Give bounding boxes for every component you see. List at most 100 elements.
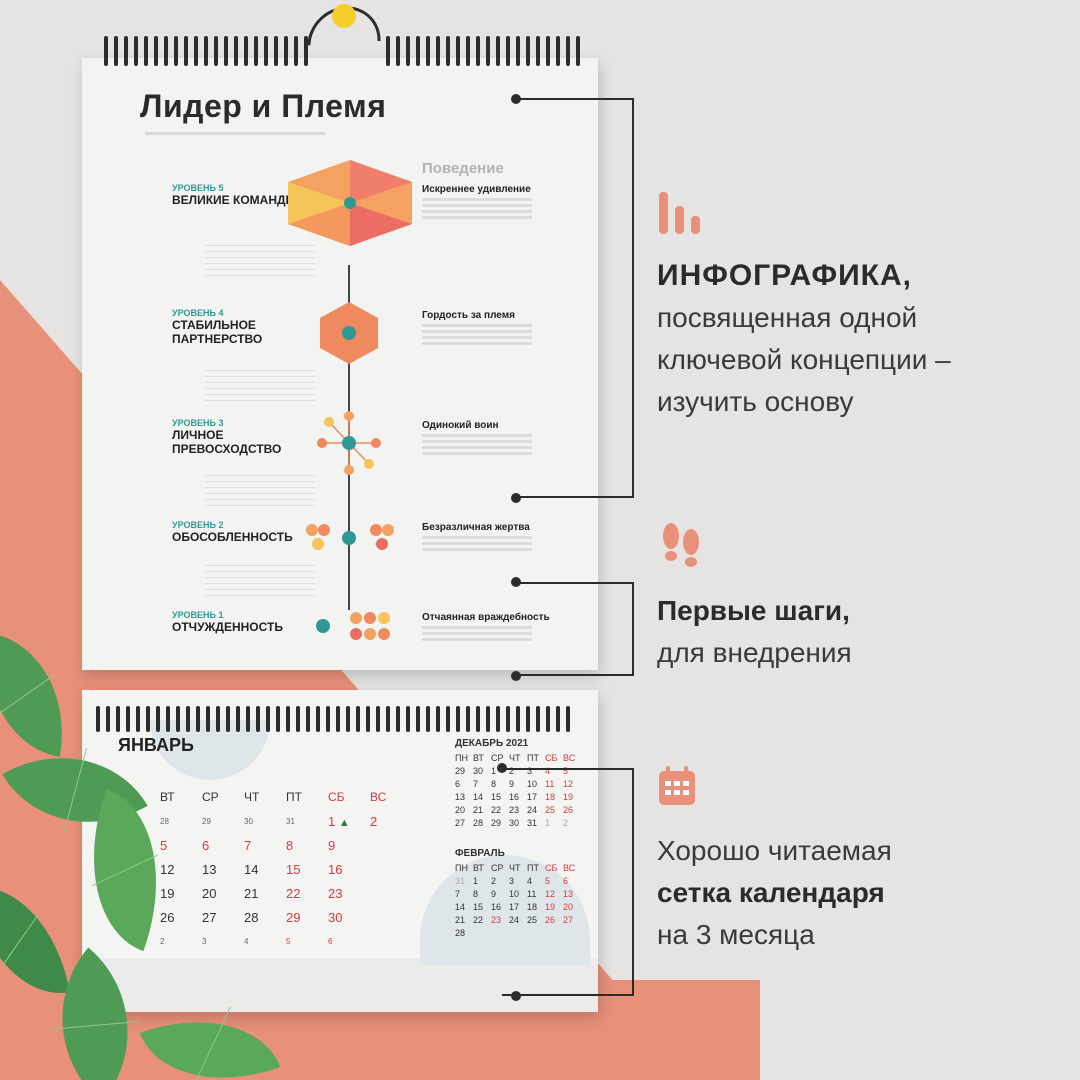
weekday: ВТ bbox=[473, 862, 484, 873]
day-cell: 26 bbox=[545, 914, 556, 925]
connector-calendar bbox=[502, 768, 634, 996]
day-cell: 8 bbox=[286, 837, 294, 853]
subtitle-placeholder bbox=[145, 132, 325, 135]
weekday: ВТ bbox=[473, 752, 484, 763]
level-number: УРОВЕНЬ 1 bbox=[172, 610, 224, 620]
day-cell: 24 bbox=[509, 914, 520, 925]
weekday: ЧТ bbox=[509, 862, 521, 873]
level-number: УРОВЕНЬ 3 bbox=[172, 418, 224, 428]
weekday: СР bbox=[491, 862, 504, 873]
connector-infographic bbox=[516, 98, 634, 498]
day-cell: 3 bbox=[509, 875, 515, 886]
day-cell: 5 bbox=[545, 875, 551, 886]
level-2: УРОВЕНЬ 2 ОБОСОБЛЕННОСТЬ bbox=[172, 520, 293, 544]
day-cell: 28 bbox=[244, 909, 259, 925]
day-cell: 9 bbox=[509, 778, 515, 789]
day-cell: 29 bbox=[455, 765, 466, 776]
day-cell: 25 bbox=[527, 914, 538, 925]
day-cell: 1 ▲ bbox=[328, 814, 370, 829]
level-5: УРОВЕНЬ 5 ВЕЛИКИЕ КОМАНДЫ bbox=[172, 183, 297, 207]
behavior-title: Отчаянная враждебность bbox=[422, 612, 550, 623]
side-note bbox=[205, 365, 315, 405]
level-number: УРОВЕНЬ 2 bbox=[172, 520, 224, 530]
day-number: 1 bbox=[328, 813, 336, 829]
day-cell: 7 bbox=[244, 837, 252, 853]
behavior-3: Одинокий воин bbox=[422, 420, 562, 455]
level-1: УРОВЕНЬ 1 ОТЧУЖДЕННОСТЬ bbox=[172, 610, 283, 634]
mini-month-title: ДЕКАБРЬ 2021 bbox=[455, 738, 529, 749]
connector-dot bbox=[511, 577, 521, 587]
day-cell: 20 bbox=[563, 901, 574, 912]
day-cell: 12 bbox=[563, 778, 574, 789]
day-cell: 10 bbox=[527, 778, 538, 789]
weekday: ВС bbox=[563, 752, 576, 763]
day-cell: 4 bbox=[545, 765, 551, 776]
weekday: ЧТ bbox=[244, 790, 260, 804]
feature-calendar-text: Хорошо читаемая сетка календаря на 3 мес… bbox=[657, 830, 892, 956]
day-cell: 1 bbox=[545, 817, 551, 828]
level-title: ВЕЛИКИЕ КОМАНДЫ bbox=[172, 193, 298, 207]
day-cell: 11 bbox=[527, 888, 537, 899]
day-cell: 22 bbox=[491, 804, 502, 815]
calendar-spiral bbox=[96, 706, 570, 732]
day-cell: 23 bbox=[509, 804, 520, 815]
day-cell: 11 bbox=[545, 778, 555, 789]
day-cell: 4 bbox=[527, 875, 533, 886]
level-4: УРОВЕНЬ 4 СТАБИЛЬНОЕ ПАРТНЕРСТВО bbox=[172, 308, 262, 346]
behavior-2: Безразличная жертва bbox=[422, 522, 562, 551]
level-title: ЛИЧНОЕ bbox=[172, 428, 224, 442]
top-spiral-right bbox=[386, 36, 580, 66]
tree-icon: ▲ bbox=[338, 816, 350, 829]
behavior-1: Отчаянная враждебность bbox=[422, 612, 562, 641]
day-cell: 19 bbox=[160, 885, 175, 901]
day-cell: 29 bbox=[491, 817, 502, 828]
infographic-title: Лидер и Племя bbox=[140, 88, 387, 124]
weekday: ВС bbox=[370, 790, 387, 804]
feature-line: ключевой концепции – bbox=[657, 344, 951, 375]
day-cell: 6 bbox=[563, 875, 569, 886]
day-cell: 20 bbox=[202, 885, 217, 901]
partnership-graphic bbox=[320, 302, 378, 364]
day-cell: 14 bbox=[244, 861, 259, 877]
day-cell: 30 bbox=[473, 765, 484, 776]
side-note bbox=[205, 470, 315, 510]
behavior-title: Безразличная жертва bbox=[422, 522, 530, 533]
day-cell: 28 bbox=[455, 927, 466, 938]
behavior-title: Искреннее удивление bbox=[422, 184, 531, 195]
weekday: ПН bbox=[455, 862, 468, 873]
day-cell: 6 bbox=[202, 837, 210, 853]
day-cell: 19 bbox=[563, 791, 574, 802]
side-note bbox=[205, 560, 315, 600]
day-cell: 27 bbox=[202, 909, 217, 925]
weekday: ПН bbox=[455, 752, 468, 763]
day-cell: 8 bbox=[491, 778, 497, 789]
level-title: ОТЧУЖДЕННОСТЬ bbox=[172, 620, 283, 634]
connector-dot bbox=[511, 991, 521, 1001]
day-cell: 3 bbox=[202, 936, 207, 946]
feature-infographic-text: ИНФОГРАФИКА, посвященная одной ключевой … bbox=[657, 255, 951, 423]
day-cell: 12 bbox=[160, 861, 175, 877]
feature-heading: Первые шаги, bbox=[657, 595, 850, 626]
day-cell: 14 bbox=[455, 901, 466, 912]
side-note bbox=[205, 240, 315, 280]
day-cell: 16 bbox=[328, 861, 343, 877]
day-cell: 4 bbox=[244, 936, 249, 946]
day-cell: 28 bbox=[160, 816, 169, 826]
day-cell: 18 bbox=[545, 791, 556, 802]
day-cell: 13 bbox=[455, 791, 466, 802]
feature-heading: сетка календаря bbox=[657, 877, 885, 908]
day-cell: 22 bbox=[473, 914, 484, 925]
day-cell: 6 bbox=[455, 778, 461, 789]
footprints-icon bbox=[663, 523, 699, 567]
day-cell: 31 bbox=[527, 817, 538, 828]
day-cell: 14 bbox=[473, 791, 484, 802]
day-cell: 19 bbox=[545, 901, 556, 912]
day-cell: 1 bbox=[473, 875, 479, 886]
weekday: ПТ bbox=[527, 862, 539, 873]
calendar-month-title: ЯНВАРЬ bbox=[118, 735, 194, 755]
